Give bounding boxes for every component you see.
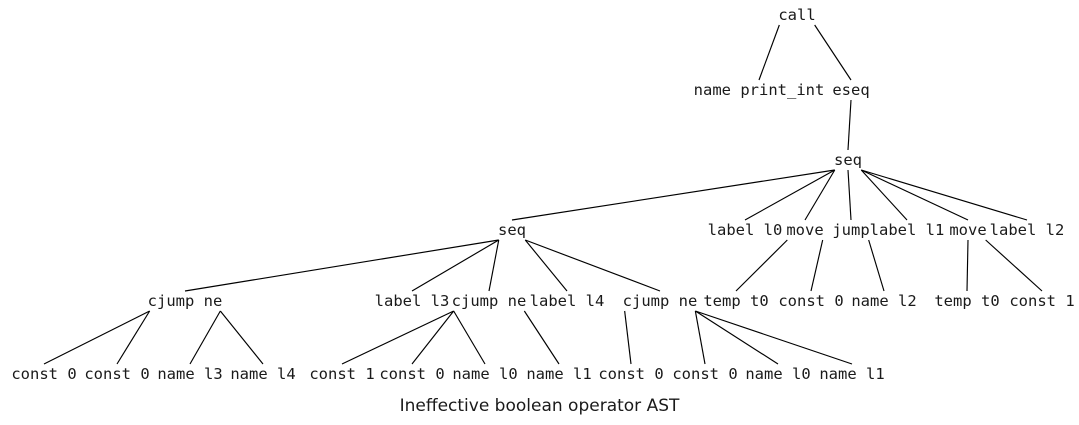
tree-edge	[184, 239, 499, 292]
tree-edge	[624, 310, 632, 365]
tree-node-const_0_a: const 0	[778, 292, 843, 310]
tree-edge	[511, 169, 835, 221]
tree-node-leaf_7: name l0	[452, 365, 517, 383]
tree-node-label_l2: label l2	[990, 221, 1065, 239]
tree-edge	[116, 310, 151, 365]
tree-node-label_l1: label l1	[870, 221, 945, 239]
tree-node-leaf_3: name l3	[157, 365, 222, 383]
tree-node-label_l0: label l0	[708, 221, 783, 239]
tree-node-leaf_4: name l4	[230, 365, 295, 383]
tree-node-leaf_5: const 1	[309, 365, 374, 383]
tree-node-label_l4: label l4	[530, 292, 605, 310]
tree-node-leaf_10: const 0	[672, 365, 737, 383]
tree-edge	[694, 310, 706, 365]
tree-edge	[411, 310, 455, 365]
tree-edge	[189, 310, 221, 365]
tree-edge	[868, 239, 885, 292]
tree-node-cjump_1: cjump ne	[148, 292, 223, 310]
tree-node-temp_t0_a: temp t0	[703, 292, 768, 310]
tree-node-seq_top: seq	[834, 151, 862, 169]
tree-node-seq_mid: seq	[498, 221, 526, 239]
tree-edge	[804, 169, 836, 221]
tree-node-leaf_12: name l1	[819, 365, 884, 383]
tree-edge	[524, 239, 568, 292]
tree-edge	[735, 239, 788, 292]
tree-edge	[861, 169, 1028, 221]
tree-node-eseq: eseq	[832, 81, 869, 99]
tree-edge	[525, 239, 661, 292]
tree-edge	[695, 310, 853, 365]
tree-node-move_b: move	[949, 221, 986, 239]
tree-edge	[43, 310, 150, 365]
tree-edge	[488, 239, 500, 292]
tree-node-cjump_3: cjump ne	[623, 292, 698, 310]
tree-node-name_print: name print_int	[694, 81, 825, 99]
tree-edge	[341, 310, 454, 365]
tree-edge	[758, 24, 780, 81]
tree-edge	[966, 239, 969, 292]
tree-node-move_a: move	[786, 221, 823, 239]
tree-edge	[744, 169, 836, 221]
tree-node-name_l2: name l2	[851, 292, 916, 310]
edge-layer	[43, 24, 1043, 365]
tree-edge	[860, 169, 908, 221]
tree-node-temp_t0_b: temp t0	[934, 292, 999, 310]
tree-edge	[219, 310, 264, 365]
tree-edge	[523, 310, 560, 365]
tree-node-leaf_8: name l1	[526, 365, 591, 383]
tree-edge	[814, 24, 852, 81]
tree-node-cjump_2: cjump ne	[452, 292, 527, 310]
tree-node-leaf_9: const 0	[598, 365, 663, 383]
tree-node-label_l3: label l3	[375, 292, 450, 310]
tree-edge	[411, 239, 500, 292]
tree-edge	[985, 239, 1043, 292]
tree-node-jump: jump	[832, 221, 869, 239]
tree-node-call: call	[778, 6, 815, 24]
tree-edge	[847, 169, 852, 221]
tree-node-const_1_b: const 1	[1009, 292, 1074, 310]
tree-edge	[453, 310, 486, 365]
tree-edge	[861, 169, 969, 221]
tree-edge	[695, 310, 779, 365]
figure-caption: Ineffective boolean operator AST	[399, 396, 680, 416]
tree-edge	[810, 239, 824, 292]
tree-node-leaf_6: const 0	[379, 365, 444, 383]
tree-node-leaf_2: const 0	[84, 365, 149, 383]
tree-node-leaf_11: name l0	[745, 365, 810, 383]
tree-node-leaf_1: const 0	[11, 365, 76, 383]
tree-edge	[847, 99, 852, 151]
